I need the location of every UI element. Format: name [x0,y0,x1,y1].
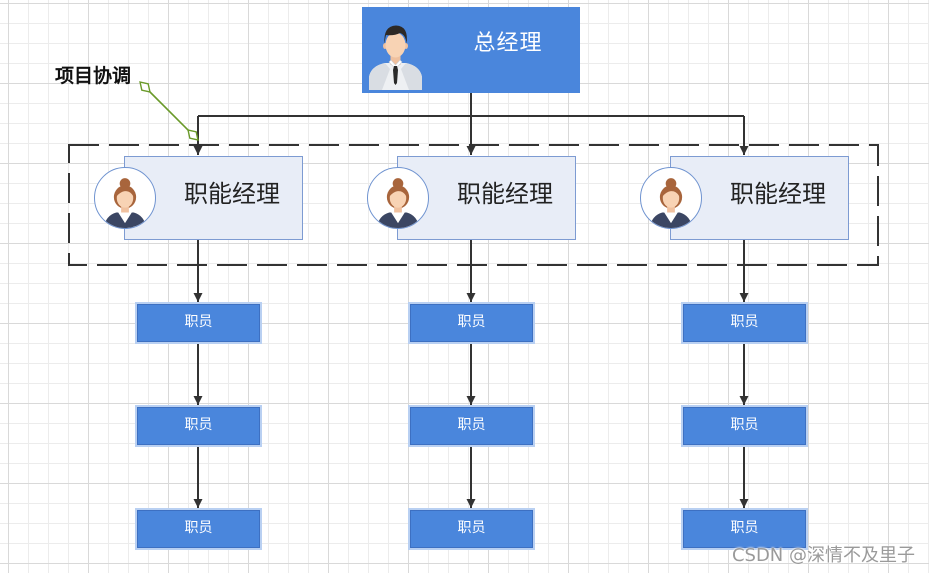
staff-node-col-1-row-1: 职员 [137,304,260,342]
female-avatar-icon [103,178,147,228]
functional-manager-avatar-2 [367,167,429,229]
functional-manager-title: 职能经理 [730,180,826,208]
staff-label: 职员 [457,314,486,330]
coordination-callout-end-diamond [187,129,199,141]
staff-node-col-1-row-2: 职员 [137,407,260,445]
staff-node-col-2-row-1: 职员 [410,304,533,342]
general-manager-title: 总经理 [473,31,543,56]
coordination-callout-start-diamond [139,81,151,93]
staff-label: 职员 [457,417,486,433]
staff-label: 职员 [184,520,213,536]
coordination-callout-line [144,86,194,136]
staff-node-col-2-row-2: 职员 [410,407,533,445]
male-avatar-icon [369,25,422,90]
staff-node-col-3-row-3: 职员 [683,510,806,548]
project-coordination-label: 项目协调 [55,65,132,87]
staff-label: 职员 [457,520,486,536]
source-watermark: CSDN @深情不及里子 [731,545,915,566]
staff-label: 职员 [730,314,759,330]
functional-manager-node-3: 职能经理 [670,156,849,240]
functional-manager-title: 职能经理 [184,180,280,208]
staff-node-col-3-row-1: 职员 [683,304,806,342]
staff-label: 职员 [184,314,213,330]
functional-manager-avatar-3 [640,167,702,229]
staff-label: 职员 [730,520,759,536]
staff-node-col-2-row-3: 职员 [410,510,533,548]
female-avatar-icon [649,178,693,228]
functional-manager-avatar-1 [94,167,156,229]
staff-label: 职员 [730,417,759,433]
staff-label: 职员 [184,417,213,433]
functional-manager-title: 职能经理 [457,180,553,208]
project-group-dashed-border [68,144,879,266]
general-manager-node: 总经理 [362,7,580,93]
staff-node-col-1-row-3: 职员 [137,510,260,548]
female-avatar-icon [376,178,420,228]
staff-node-col-3-row-2: 职员 [683,407,806,445]
